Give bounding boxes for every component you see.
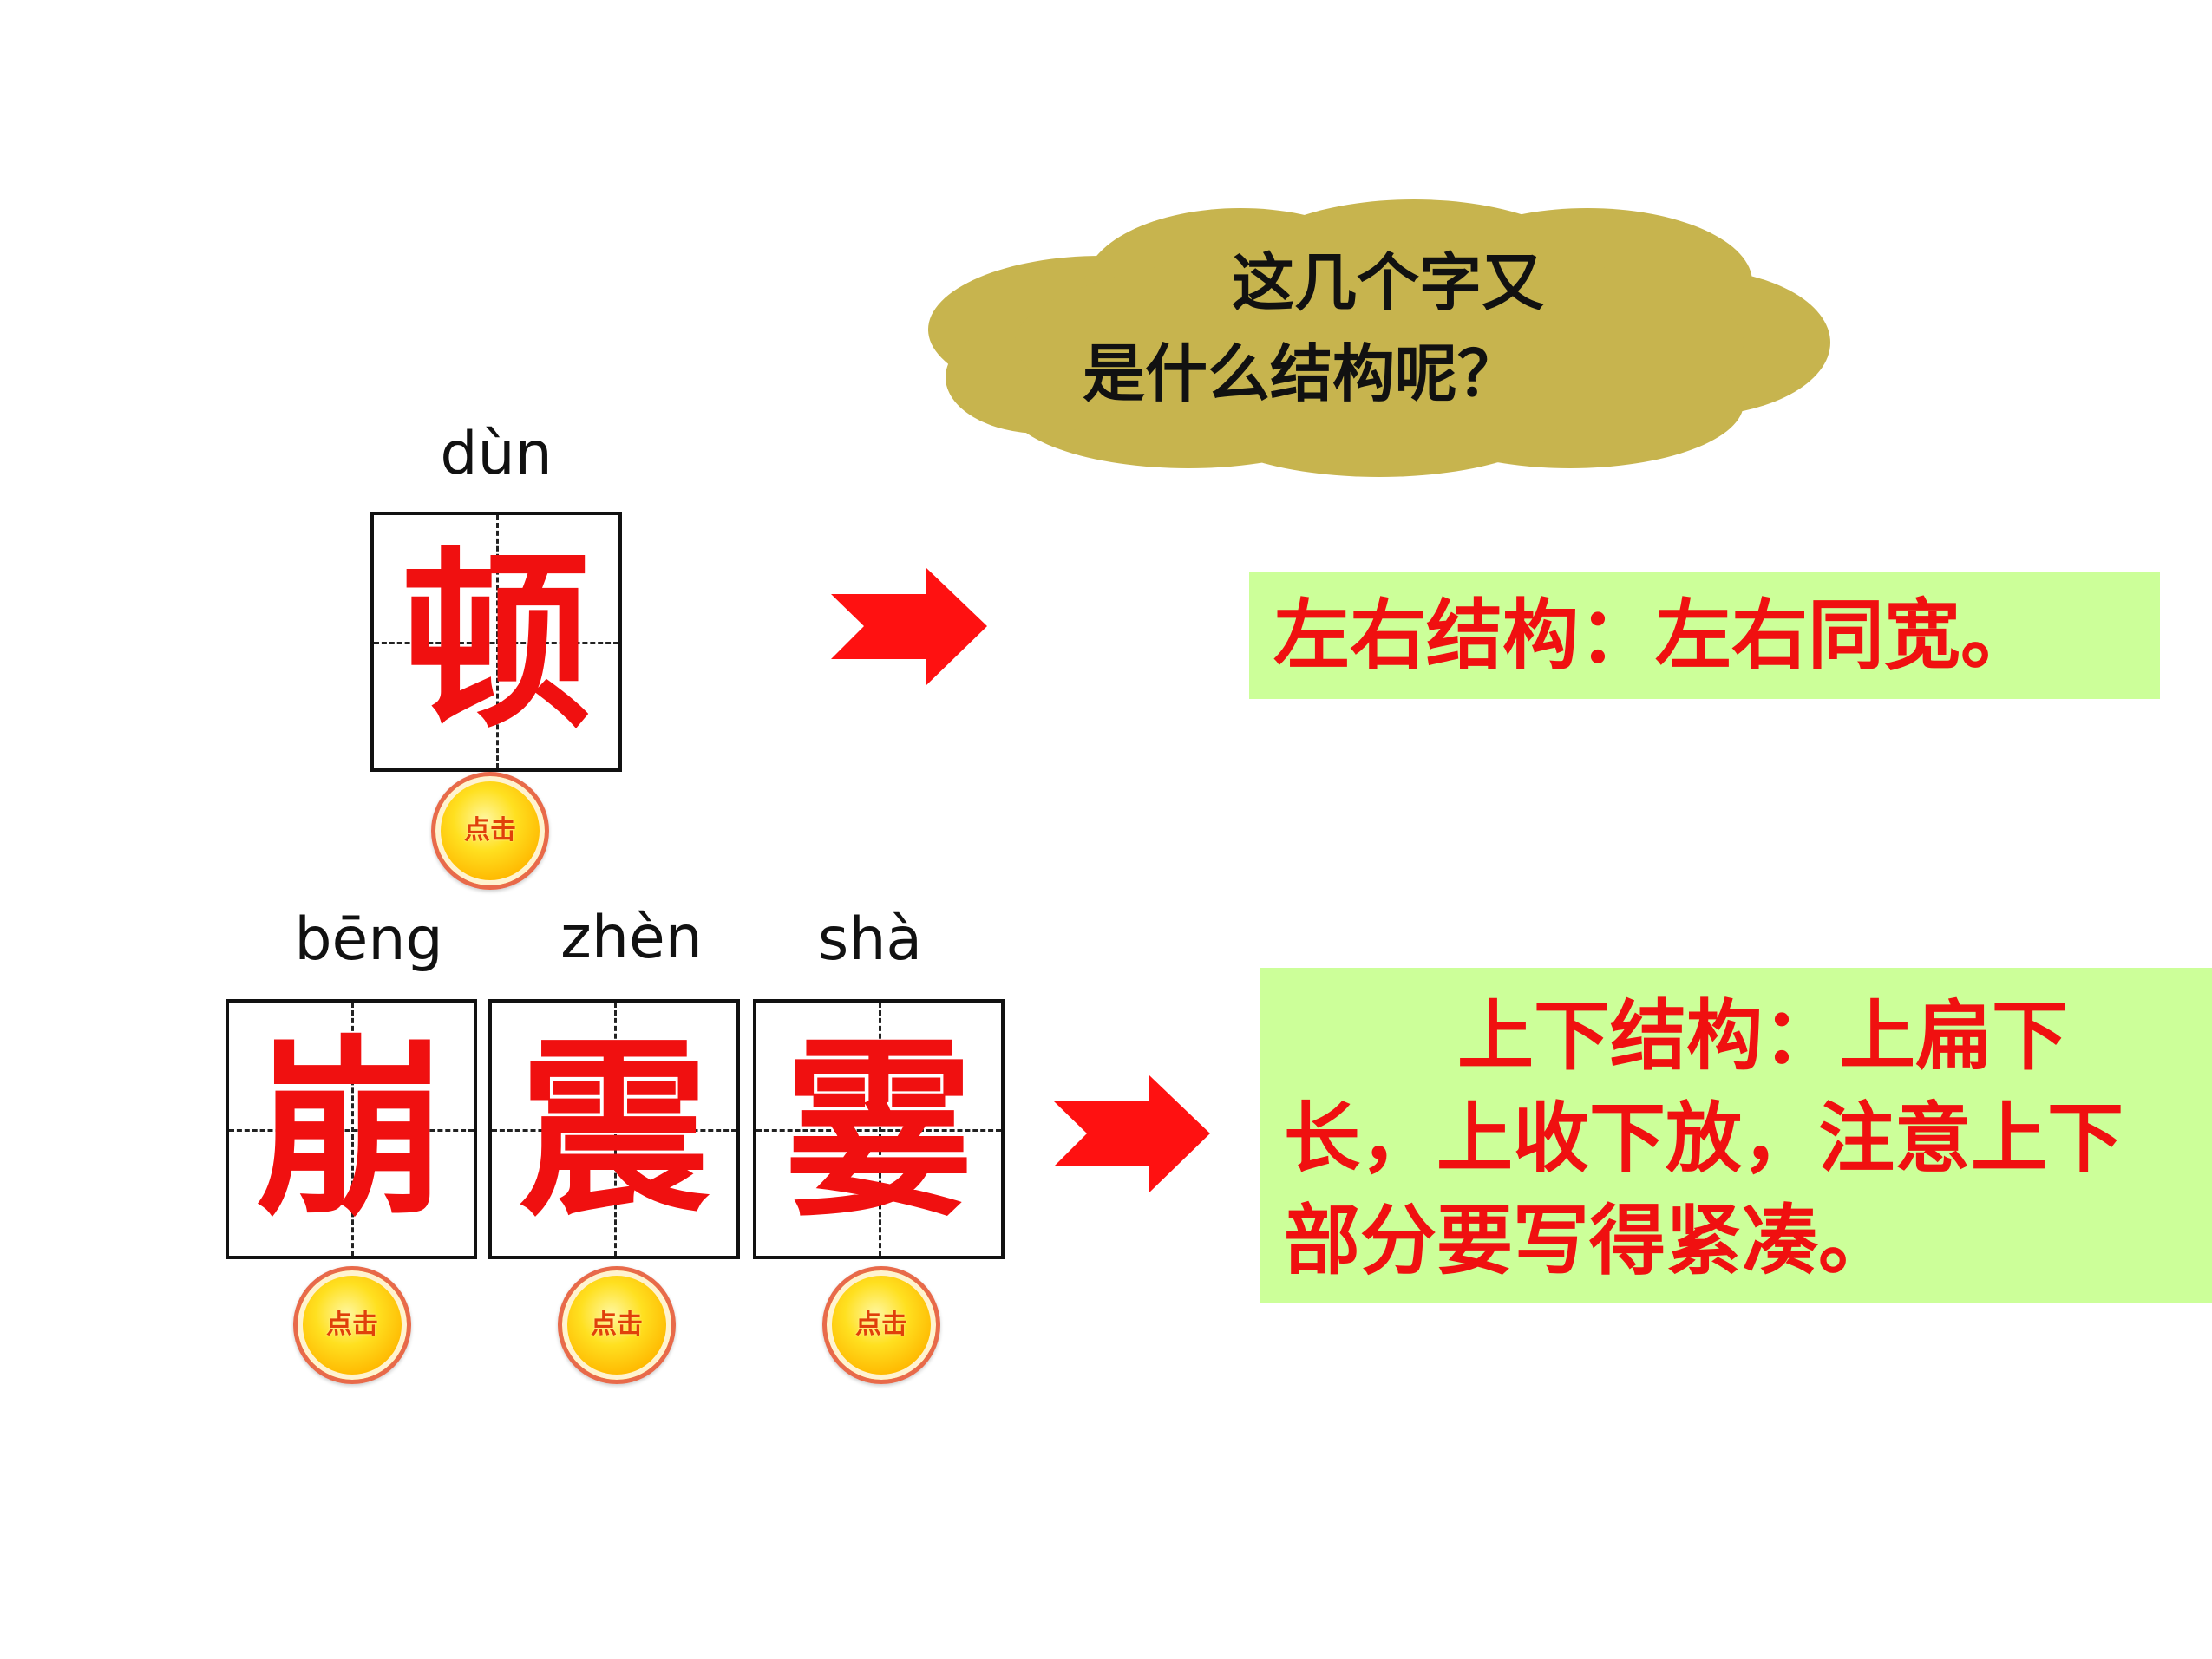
char-grid-zhen: 震 bbox=[488, 999, 740, 1259]
pinyin-dun: dùn bbox=[440, 420, 553, 488]
cloud-question-line2: 是什么结构呢？ bbox=[1083, 336, 1521, 410]
grid-dashed-vertical bbox=[879, 1003, 881, 1256]
character-dun: 顿 bbox=[400, 529, 592, 754]
pinyin-beng: bēng bbox=[294, 905, 443, 974]
cloud-question-line1: 这几个字又 bbox=[1232, 245, 1545, 319]
click-button-label: 点击 bbox=[591, 1310, 643, 1340]
click-button-zhen[interactable]: 点击 bbox=[558, 1266, 676, 1384]
character-zhen: 震 bbox=[518, 1016, 710, 1241]
click-button-dun[interactable]: 点击 bbox=[431, 772, 549, 890]
pinyin-sha: shà bbox=[817, 905, 923, 974]
click-button-sha[interactable]: 点击 bbox=[822, 1266, 940, 1384]
char-grid-beng: 崩 bbox=[226, 999, 477, 1259]
char-grid-dun: 顿 bbox=[370, 512, 622, 772]
click-button-beng[interactable]: 点击 bbox=[293, 1266, 411, 1384]
answer-left-right-structure: 左右结构：左右同宽。 bbox=[1249, 572, 2160, 699]
character-sha: 霎 bbox=[782, 1016, 974, 1241]
right-arrow-icon bbox=[831, 568, 987, 685]
grid-dashed-vertical bbox=[614, 1003, 617, 1256]
click-button-label: 点击 bbox=[326, 1310, 378, 1340]
grid-dashed-vertical bbox=[496, 515, 499, 768]
answer-top-bottom-structure: 上下结构：上扁下长，上收下放，注意上下部分要写得紧凑。 bbox=[1260, 968, 2212, 1303]
cloud-bubble bbox=[928, 199, 1830, 477]
click-button-label: 点击 bbox=[855, 1310, 907, 1340]
char-grid-sha: 霎 bbox=[753, 999, 1005, 1259]
right-arrow-icon bbox=[1054, 1075, 1210, 1192]
click-button-label: 点击 bbox=[464, 815, 516, 846]
character-beng: 崩 bbox=[255, 1016, 447, 1241]
pinyin-zhen: zhèn bbox=[560, 904, 703, 972]
grid-dashed-vertical bbox=[351, 1003, 354, 1256]
